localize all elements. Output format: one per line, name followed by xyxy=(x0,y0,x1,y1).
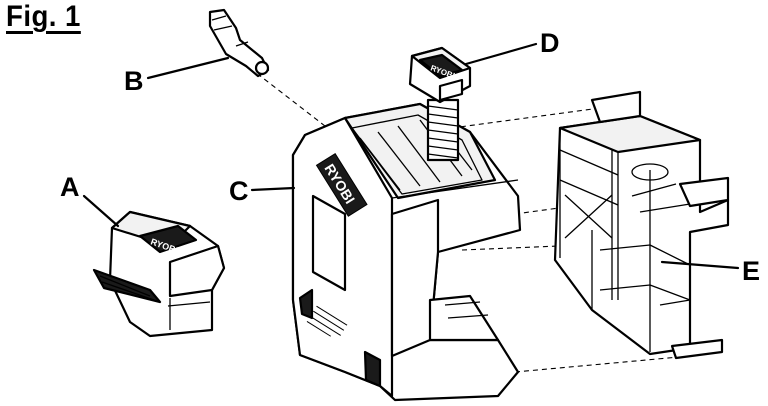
clamp-side-print xyxy=(306,305,348,337)
part-e-rail xyxy=(553,90,730,360)
part-b-pin xyxy=(208,8,270,78)
callout-label-e: E xyxy=(742,256,760,286)
leader-e xyxy=(660,260,740,270)
callout-label-c: C xyxy=(229,176,249,206)
screw-threads xyxy=(427,105,459,159)
figure-title: Fig. 1 xyxy=(6,0,81,33)
callout-label-a: A xyxy=(60,172,80,202)
part-d-knob-screw: RYOBI xyxy=(408,46,472,162)
part-a-clip: RYOBI xyxy=(92,210,226,338)
leader-b xyxy=(146,56,230,80)
callout-label-d: D xyxy=(540,28,560,58)
leader-c xyxy=(250,186,296,192)
callout-labels: A B C D E xyxy=(60,28,760,286)
part-c-clamp-body: RYOBI xyxy=(291,102,522,402)
leader-d xyxy=(464,42,538,66)
callout-label-b: B xyxy=(124,66,144,96)
callout-leaders xyxy=(82,42,740,270)
leader-a xyxy=(82,194,120,228)
